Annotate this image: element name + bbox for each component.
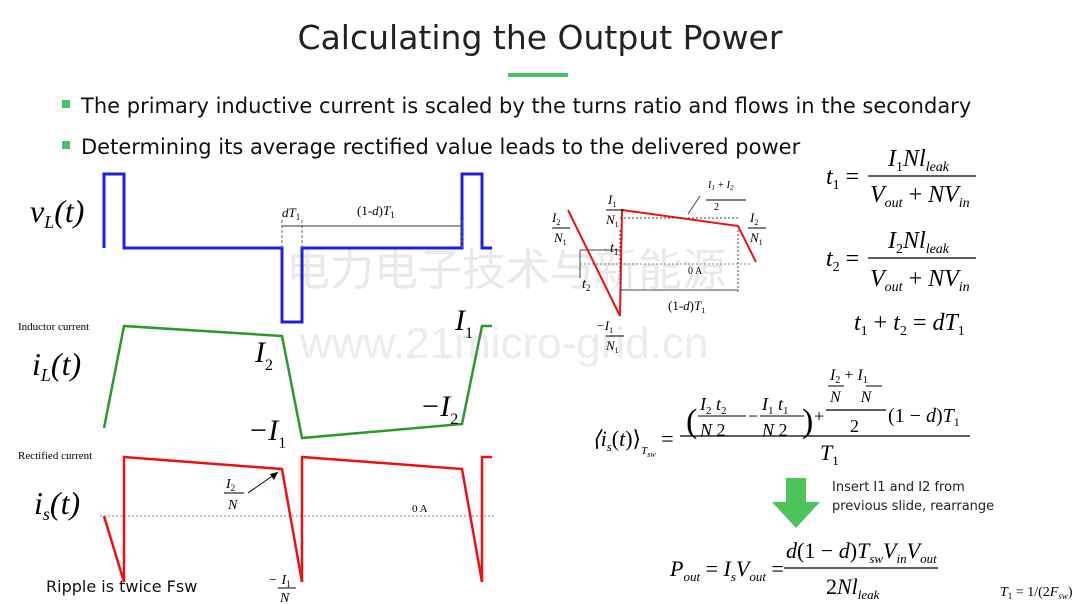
title-underline — [508, 73, 568, 77]
dT1-label: dT1 — [282, 205, 300, 222]
svg-text:I1 t1: I1 t1 — [761, 394, 789, 417]
down-arrow-icon — [772, 478, 820, 528]
eq-t1-def: T1 = 1/(2Fsw) — [1000, 585, 1073, 601]
ripple-label: Ripple is twice Fsw — [46, 577, 198, 596]
svg-text:I1Nlleak: I1Nlleak — [887, 146, 950, 175]
eq-t1: t1 = — [826, 164, 859, 193]
svg-text:I2 t2: I2 t2 — [699, 394, 727, 417]
I2-over-N-den: N — [227, 498, 238, 513]
svg-text:(1 − d)T1: (1 − d)T1 — [888, 405, 960, 429]
I1-label: I1 — [454, 304, 473, 342]
I2-label: I2 — [254, 336, 273, 374]
inductor-current-label: Inductor current — [18, 321, 89, 333]
svg-text:I1: I1 — [607, 192, 616, 209]
bullet-square-icon — [62, 100, 70, 108]
equations: t1 = I1Nlleak Vout + NVin t2 = I2Nlleak … — [592, 146, 1073, 602]
zero-amp-label: 0 A — [412, 503, 428, 515]
svg-text:−I1: −I1 — [596, 318, 613, 335]
vl-label: vL(t) — [30, 193, 84, 232]
zero-amp-label-right: 0 A — [688, 266, 703, 277]
right-current-diagram: I2 N1 I1 N1 I1 + I2 2 I2 N1 t1 t2 0 A (1… — [551, 180, 766, 355]
insert-line-2: previous slide, rearrange — [832, 499, 995, 514]
svg-text:T1: T1 — [820, 440, 839, 468]
left-waveform-diagram: vL(t) dT1 (1-d)T1 Inductor current iL(t)… — [18, 172, 496, 604]
svg-text:I2: I2 — [551, 210, 560, 227]
svg-text:2: 2 — [714, 202, 719, 213]
svg-text:I2 + I1: I2 + I1 — [829, 367, 868, 386]
one-minus-d-label-right: (1-d)T1 — [668, 298, 705, 315]
minus-I2-label: −I2 — [420, 390, 458, 428]
minus-I1-label: −I1 — [248, 414, 286, 452]
I2-over-N-num: I2 — [225, 477, 235, 493]
bullet-square-icon — [62, 141, 70, 149]
svg-text:I2: I2 — [749, 210, 758, 227]
slide-title: Calculating the Output Power — [297, 18, 783, 57]
is-waveform — [102, 455, 492, 583]
eq-tsum: t1 + t2 = dT1 — [854, 310, 965, 339]
svg-text:I2Nlleak: I2Nlleak — [887, 228, 950, 257]
eq-average-lhs: ⟨is(t)⟩Tsw = — [592, 426, 674, 459]
svg-text:(: ( — [686, 403, 697, 440]
svg-text:2: 2 — [850, 416, 859, 436]
svg-text:Vout + NVin: Vout + NVin — [870, 266, 970, 295]
vl-waveform — [102, 172, 492, 324]
one-minus-d-T1-label: (1-d)T1 — [357, 203, 395, 220]
watermark-url: www.21micro-grid.cn — [299, 319, 708, 368]
insert-note: Insert I1 and I2 from previous slide, re… — [832, 478, 994, 516]
bullet-1: The primary inductive current is scaled … — [62, 94, 971, 118]
il-waveform — [102, 324, 492, 440]
il-label: iL(t) — [32, 346, 81, 385]
svg-text:NN: NN — [829, 389, 873, 406]
svg-text:N 2: N 2 — [761, 420, 788, 440]
t1-label: t1 — [610, 241, 618, 257]
svg-text:Vout + NVin: Vout + NVin — [870, 182, 970, 211]
bullet-1-text: The primary inductive current is scaled … — [81, 94, 972, 118]
eq-pout: Pout = IsVout = — [669, 556, 784, 584]
t2-label: t2 — [582, 277, 590, 293]
svg-text:N1: N1 — [553, 230, 567, 247]
ripple-note: Ripple is twice Fsw — [46, 577, 197, 596]
minus-I1-over-N-den: N — [279, 591, 290, 604]
insert-line-1: Insert I1 and I2 from — [832, 480, 965, 495]
rectified-current-label: Rectified current — [18, 450, 92, 462]
svg-text:): ) — [802, 403, 813, 440]
eq-t2: t2 = — [826, 246, 859, 275]
svg-text:+: + — [814, 406, 824, 426]
bullet-2-text: Determining its average rectified value … — [81, 135, 801, 159]
svg-text:2Nlleak: 2Nlleak — [826, 574, 880, 602]
is-label: is(t) — [34, 485, 80, 524]
watermark-cn: 电力电子技术与新能源 — [286, 246, 726, 295]
svg-text:d(1 − d)TswVinVout: d(1 − d)TswVinVout — [786, 538, 937, 566]
svg-text:−: − — [748, 406, 758, 426]
minus-I1-over-N-num: −I1 — [268, 573, 291, 589]
bullet-2: Determining its average rectified value … — [62, 135, 800, 159]
svg-text:N 2: N 2 — [699, 420, 726, 440]
